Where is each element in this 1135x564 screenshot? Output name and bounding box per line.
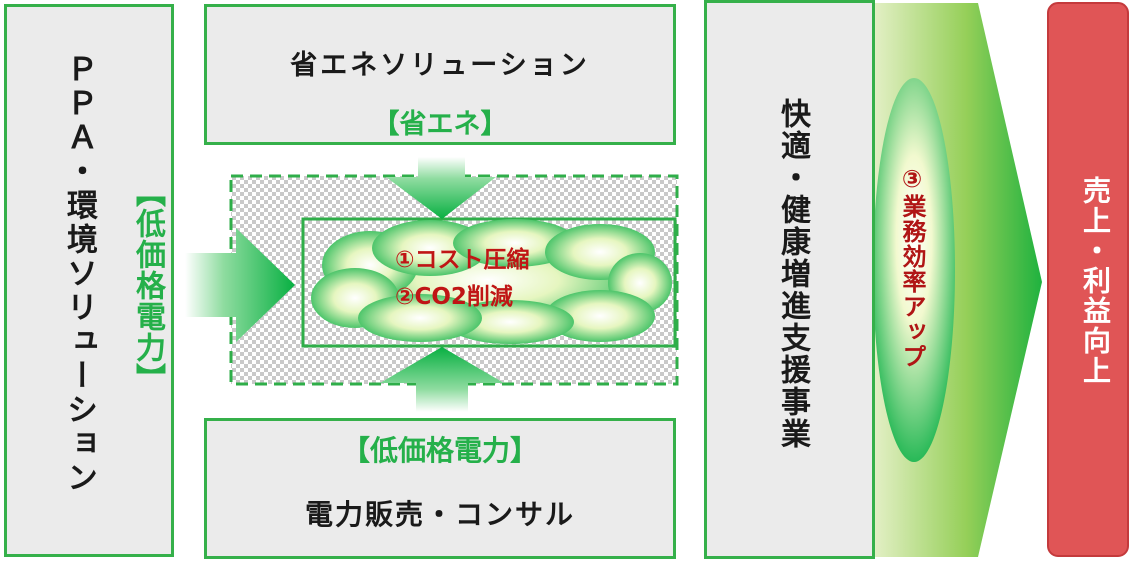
power-sales-title: 電力販売・コンサル bbox=[304, 498, 575, 531]
center-benefits: ①コスト圧縮 ②CO2削減 bbox=[395, 242, 529, 316]
comfort-health-panel: 快適・健康増進支援事業 bbox=[704, 0, 875, 559]
energy-saving-title: 省エネソリューション bbox=[290, 50, 590, 81]
result-title: 売上・利益向上 bbox=[1079, 176, 1112, 386]
energy-saving-panel: 省エネソリューション 【省エネ】 bbox=[204, 4, 676, 145]
left-arrow bbox=[185, 228, 295, 342]
result-panel: 売上・利益向上 bbox=[1047, 2, 1129, 557]
efficiency-label: ③業務効率アップ bbox=[898, 165, 926, 369]
ppa-subtitle: 【低価格電力】 bbox=[130, 177, 165, 394]
power-sales-panel: 【低価格電力】 電力販売・コンサル bbox=[204, 418, 676, 559]
bottom-arrow bbox=[380, 347, 504, 412]
energy-saving-subtitle: 【省エネ】 bbox=[372, 109, 508, 140]
benefit-co2-reduction: ②CO2削減 bbox=[395, 284, 513, 310]
ppa-panel: ＰＰＡ・環境ソリューション 【低価格電力】 bbox=[4, 4, 174, 557]
top-arrow bbox=[386, 157, 496, 219]
efficiency-ellipse bbox=[873, 78, 955, 462]
benefit-cost-reduction: ①コスト圧縮 bbox=[395, 247, 530, 273]
comfort-health-title: 快適・健康増進支援事業 bbox=[775, 98, 810, 450]
ppa-title: ＰＰＡ・環境ソリューション bbox=[61, 53, 97, 495]
benefits-cloud bbox=[311, 219, 672, 344]
power-sales-subtitle: 【低価格電力】 bbox=[341, 434, 538, 467]
